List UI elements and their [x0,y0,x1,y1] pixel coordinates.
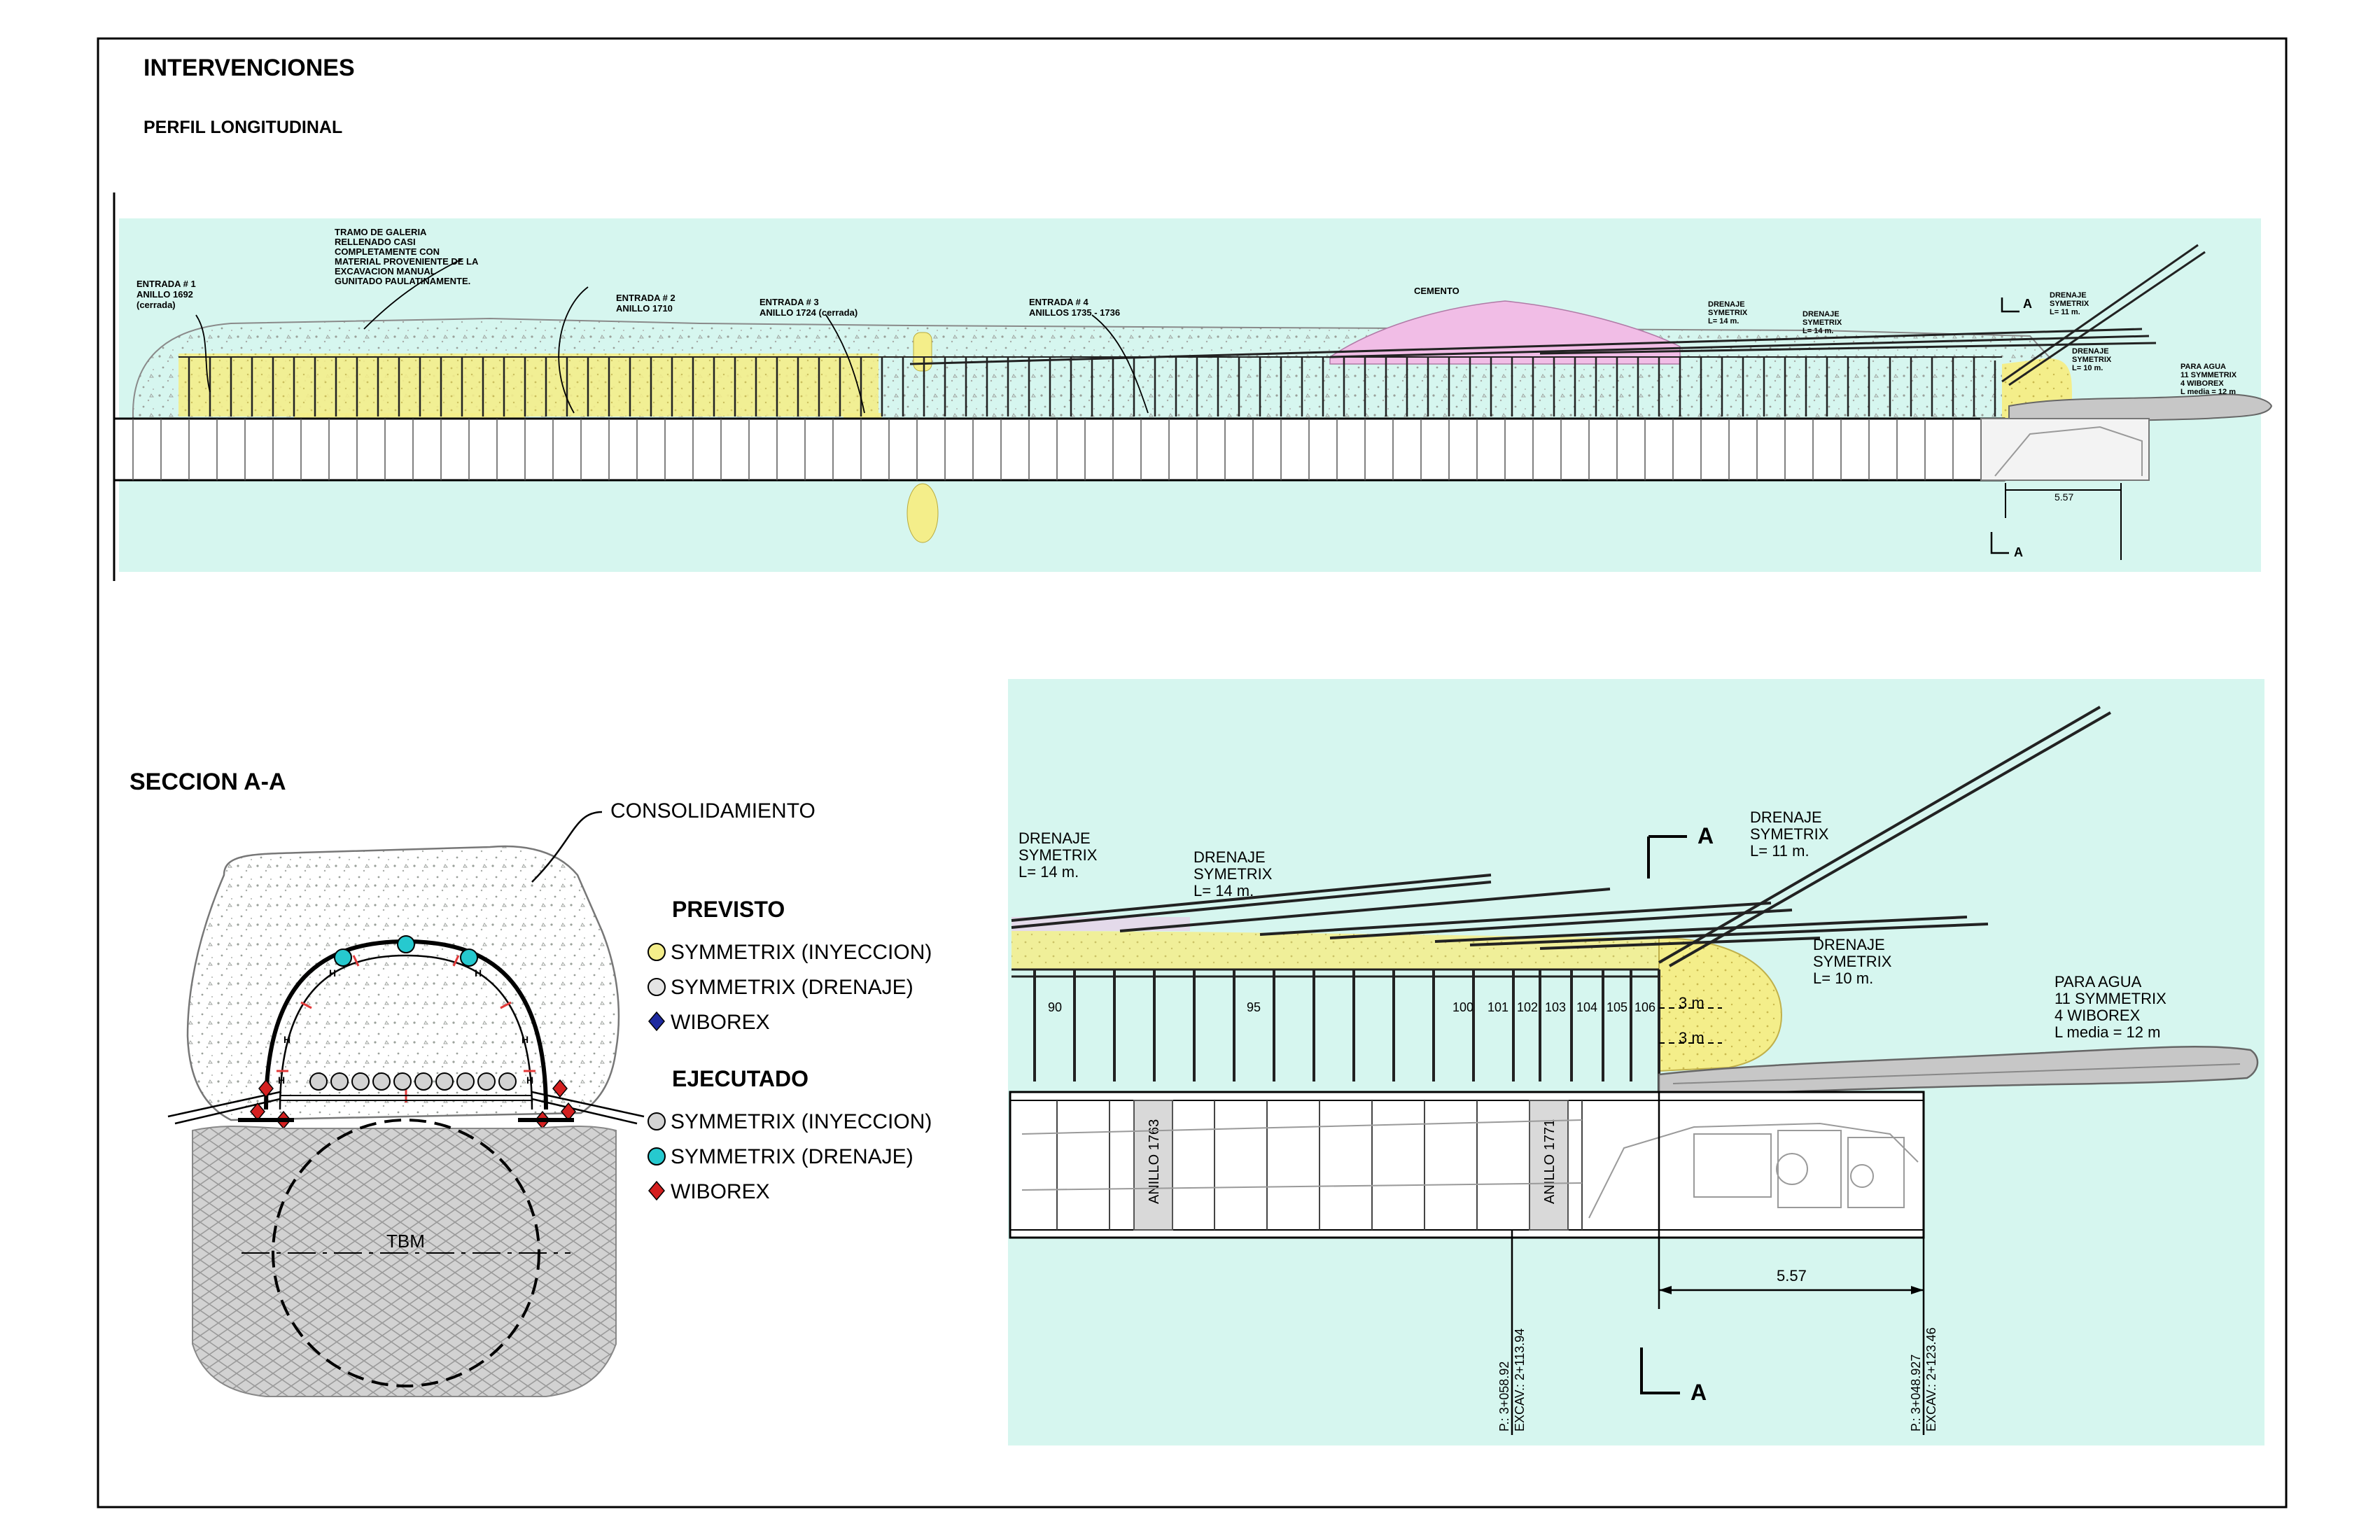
profile-callout-entrada2: ENTRADA # 2 ANILLO 1710 [616,293,678,314]
svg-text:H: H [284,1034,290,1045]
detail-view: 90 95 100 101 102 103 104 105 106 3 m 3 … [1008,679,2264,1446]
svg-text:H: H [522,1034,528,1045]
longitudinal-profile: 5.57 A A ENTRADA # 1 ANILLO 1692 (cerrad… [113,192,2273,581]
legend-planned-drainage: SYMMETRIX (DRENAJE) [671,976,913,999]
legend-planned-title: PREVISTO [672,897,785,922]
legend-executed-injection: SYMMETRIX (INYECCION) [671,1110,932,1133]
profile-callout-tramo: TRAMO DE GALERIA RELLENADO CASI COMPLETA… [335,227,481,286]
profile-callout-drenaje14b: DRENAJE SYMETRIX L= 14 m. [1802,310,1844,335]
svg-text:H: H [329,967,336,979]
detail-ring-104: 104 [1576,1000,1597,1014]
svg-text:H: H [475,967,482,979]
detail-ring-101: 101 [1488,1000,1508,1014]
detail-section-mark-top: A [1698,823,1714,848]
tbm-ground [192,1126,617,1397]
profile-callout-drenaje11: DRENAJE SYMETRIX L= 11 m. [2050,291,2091,316]
detail-callout-drenaje11: DRENAJE SYMETRIX L= 11 m. [1750,808,1833,860]
legend-executed-title: EJECUTADO [672,1066,808,1091]
detail-ring-1771: ANILLO 1771 [1542,1119,1558,1204]
profile-section-mark-bottom: A [2014,545,2023,559]
profile-callout-cemento: CEMENTO [1414,286,1460,296]
detail-ring-105: 105 [1606,1000,1628,1014]
profile-section-mark-top: A [2023,297,2032,311]
legend-executed-injection-swatch [648,1112,666,1130]
section-title: SECCION A-A [130,769,286,795]
detail-callout-agua: PARA AGUA 11 SYMMETRIX 4 WIBOREX L media… [2054,973,2171,1041]
profile-callout-entrada1: ENTRADA # 1 ANILLO 1692 (cerrada) [136,279,198,310]
detail-station2: P.: 3+048.927 EXCAV.: 2+123.46 [1909,1327,1938,1432]
legend-executed-wiborex-swatch [648,1180,665,1201]
legend-executed-wiborex: WIBOREX [671,1180,770,1203]
detail-station1: P.: 3+058.92 EXCAV.: 2+113.94 [1497,1329,1527,1432]
detail-depth-3m-b: 3 m [1679,1029,1704,1046]
svg-text:H: H [526,1074,533,1086]
legend-planned-wiborex-swatch [648,1011,665,1032]
detail-ring-95: 95 [1247,1000,1261,1014]
detail-ring-90: 90 [1048,1000,1062,1014]
legend-planned-injection: SYMMETRIX (INYECCION) [671,941,932,964]
profile-callout-drenaje14a: DRENAJE SYMETRIX L= 14 m. [1708,300,1749,326]
sheet-subtitle: PERFIL LONGITUDINAL [144,118,342,137]
profile-callout-agua: PARA AGUA 11 SYMMETRIX 4 WIBOREX L media… [2180,363,2239,396]
sheet-title: INTERVENCIONES [144,55,355,81]
legend-planned-injection-swatch [648,943,666,961]
profile-callout-entrada4: ENTRADA # 4 ANILLOS 1735 - 1736 [1029,297,1120,318]
consolidation-label: CONSOLIDAMIENTO [610,799,816,822]
legend-executed-drainage: SYMMETRIX (DRENAJE) [671,1145,913,1168]
detail-callout-drenaje10: DRENAJE SYMETRIX L= 10 m. [1813,936,1896,987]
tbm-label: TBM [386,1231,425,1252]
consolidation-mass [186,845,620,1121]
detail-callout-drenaje14b: DRENAJE SYMETRIX L= 14 m. [1194,848,1277,899]
detail-ring-106: 106 [1634,1000,1656,1014]
legend-planned-wiborex: WIBOREX [671,1011,770,1034]
detail-ring-103: 103 [1545,1000,1566,1014]
profile-callout-drenaje10: DRENAJE SYMETRIX L= 10 m. [2072,347,2113,372]
legend-planned-drainage-swatch [648,978,666,996]
detail-ring-100: 100 [1452,1000,1474,1014]
legend: PREVISTO SYMMETRIX (INYECCION) SYMMETRIX… [648,897,932,1203]
detail-dim-label: 5.57 [1777,1267,1807,1284]
profile-dim-label: 5.57 [2054,491,2073,503]
detail-depth-3m-a: 3 m [1679,994,1704,1011]
detail-callout-drenaje14a: DRENAJE SYMETRIX L= 14 m. [1018,830,1102,881]
detail-ring-102: 102 [1517,1000,1538,1014]
detail-ring-1763: ANILLO 1763 [1147,1119,1162,1204]
sheet-border [97,37,2288,1508]
svg-text:H: H [278,1074,285,1086]
profile-callout-entrada3: ENTRADA # 3 ANILLO 1724 (cerrada) [760,297,858,318]
detail-section-mark-bottom: A [1690,1380,1707,1405]
section-a-a: SECCION A-A CONSOLIDAMIENTO H H H H H H [130,769,932,1397]
legend-executed-drainage-swatch [648,1147,666,1166]
